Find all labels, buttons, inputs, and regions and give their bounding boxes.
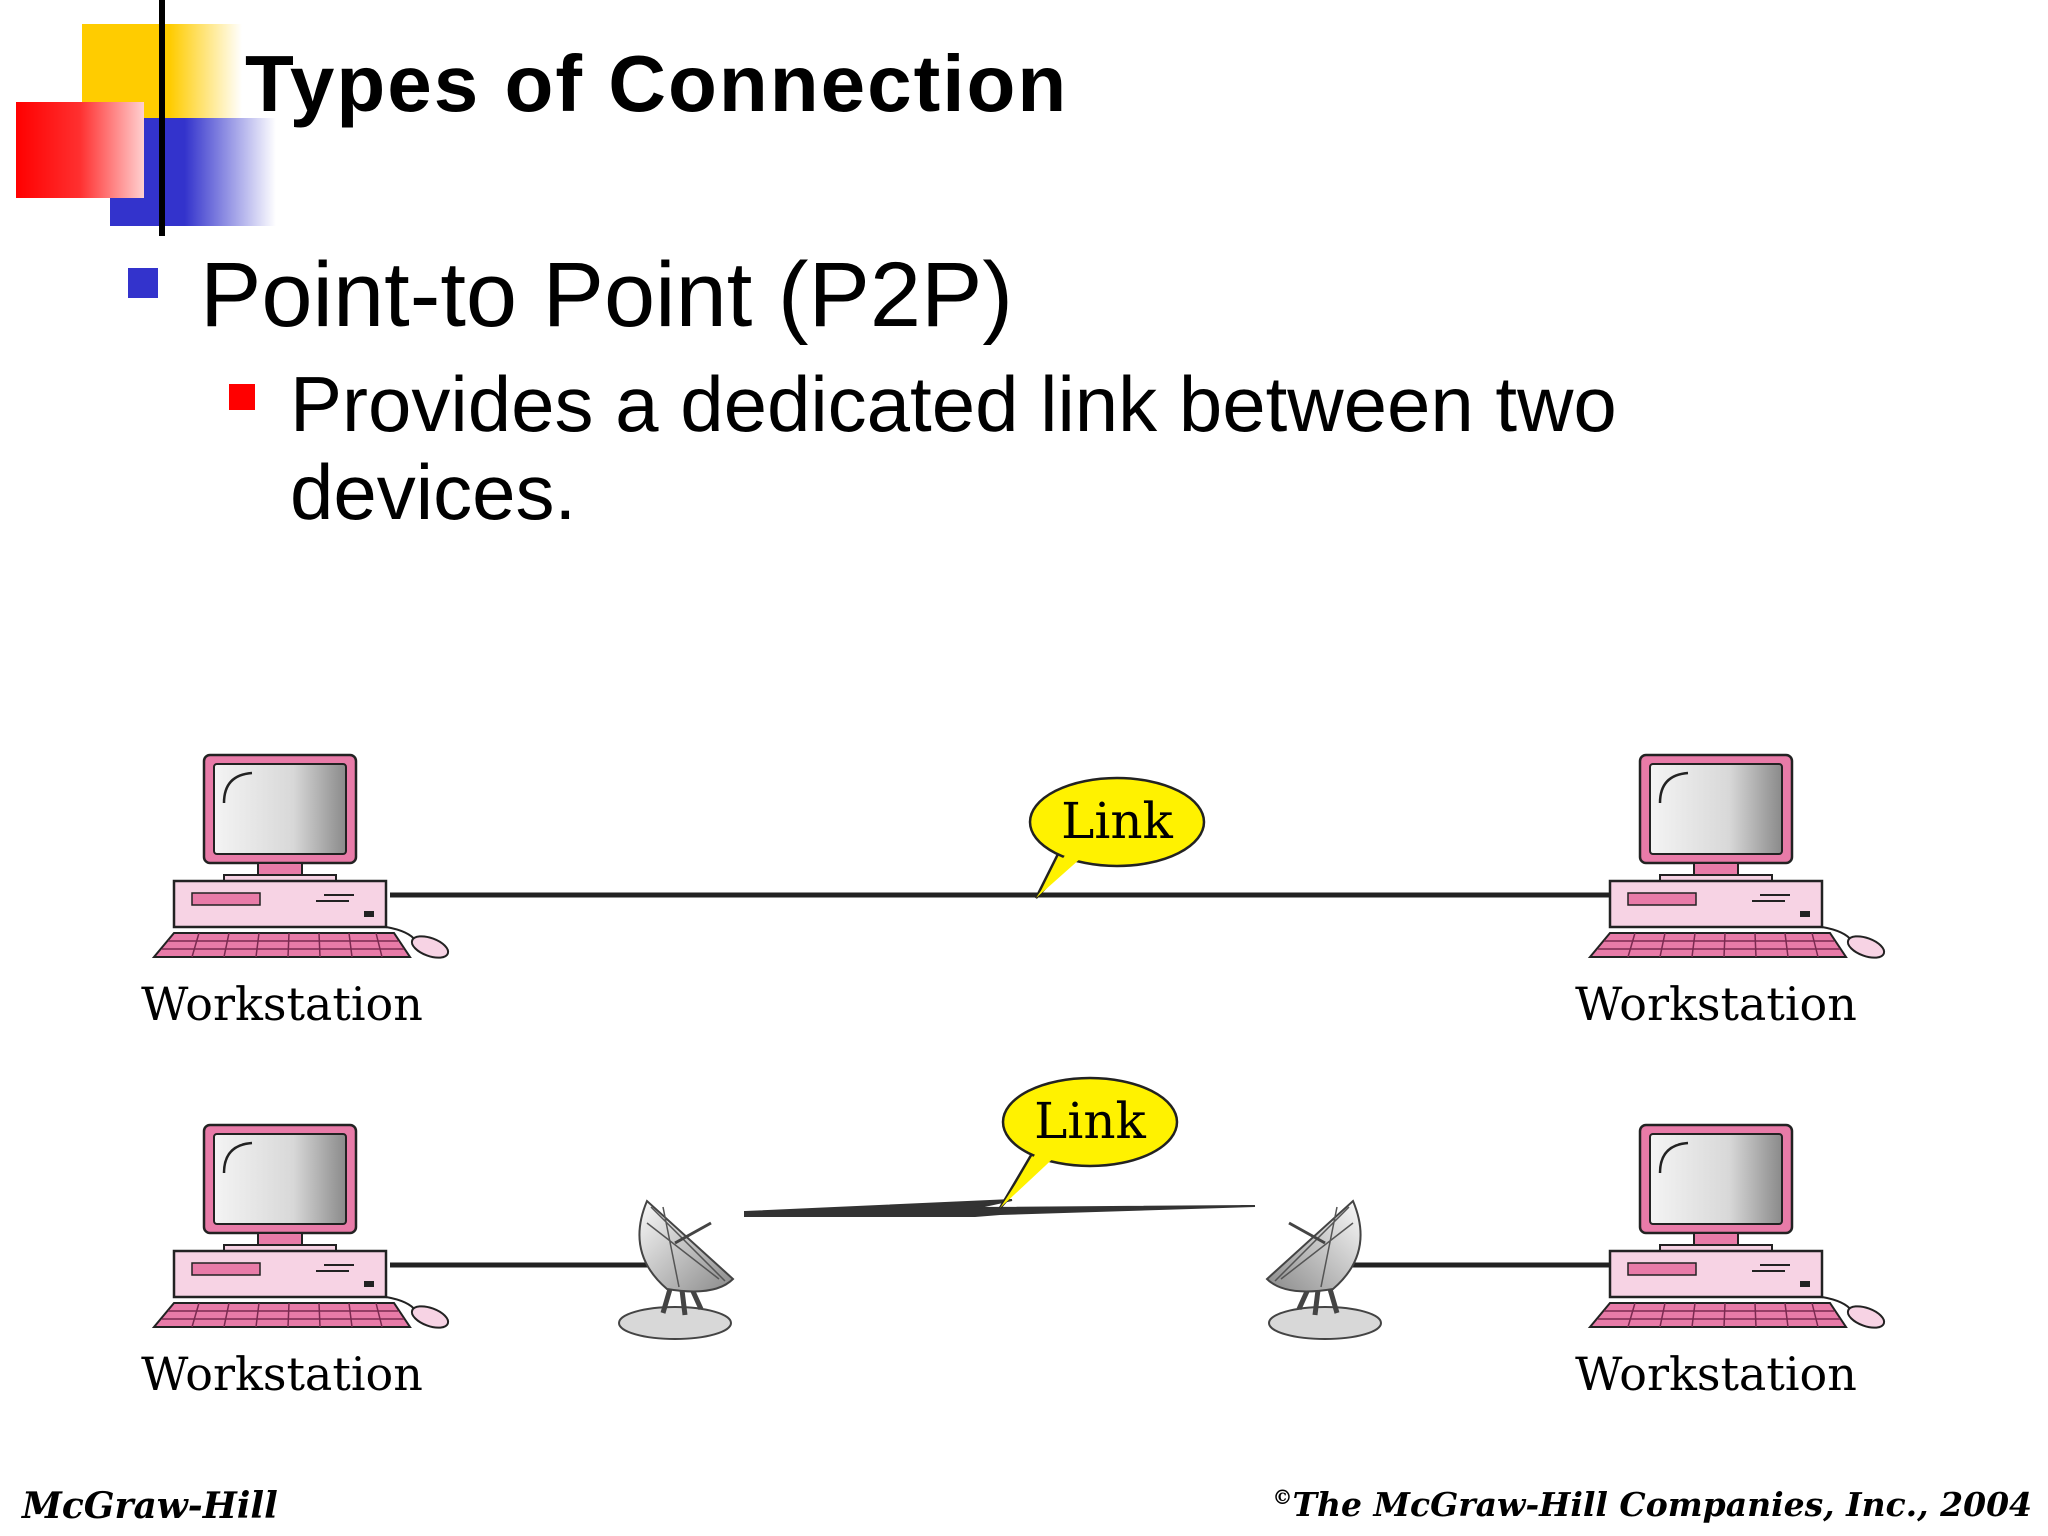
copyright-symbol: ©: [1272, 1485, 1293, 1509]
link-bubble-wireless: [998, 1076, 1179, 1209]
workstation-label-bottom-right: Workstation: [1575, 1347, 1857, 1401]
copyright-text: The McGraw-Hill Companies, Inc., 2004: [1292, 1485, 2032, 1524]
workstation-top-right: [1588, 753, 1889, 964]
bullet-marker-red: [229, 384, 255, 410]
bullet-level1-text: Point-to Point (P2P): [200, 244, 1014, 346]
p2p-connection-diagram: Link Workstation Workstation Link Workst…: [141, 753, 1889, 1401]
satellite-dish-right: [1267, 1201, 1381, 1339]
footer-copyright: ©The McGraw-Hill Companies, Inc., 2004: [1272, 1485, 2032, 1524]
workstation-bottom-left: [152, 1123, 453, 1334]
bullet-marker-blue: [128, 268, 158, 298]
workstation-top-left: [152, 753, 453, 964]
footer-publisher: McGraw-Hill: [22, 1485, 278, 1527]
slide-title: Types of Connection: [245, 39, 1069, 128]
workstation-label-bottom-left: Workstation: [141, 1347, 423, 1401]
satellite-dish-left: [619, 1201, 733, 1339]
link-label-wireless: Link: [1034, 1092, 1146, 1150]
bullet-level2-text: Provides a dedicated link between two de…: [290, 360, 1617, 536]
workstation-label-top-left: Workstation: [141, 977, 423, 1031]
link-label-wired: Link: [1061, 792, 1173, 850]
corner-decoration: [16, 0, 276, 236]
workstation-bottom-right: [1588, 1123, 1889, 1334]
workstation-label-top-right: Workstation: [1575, 977, 1857, 1031]
link-bubble-wired: [1028, 776, 1206, 899]
